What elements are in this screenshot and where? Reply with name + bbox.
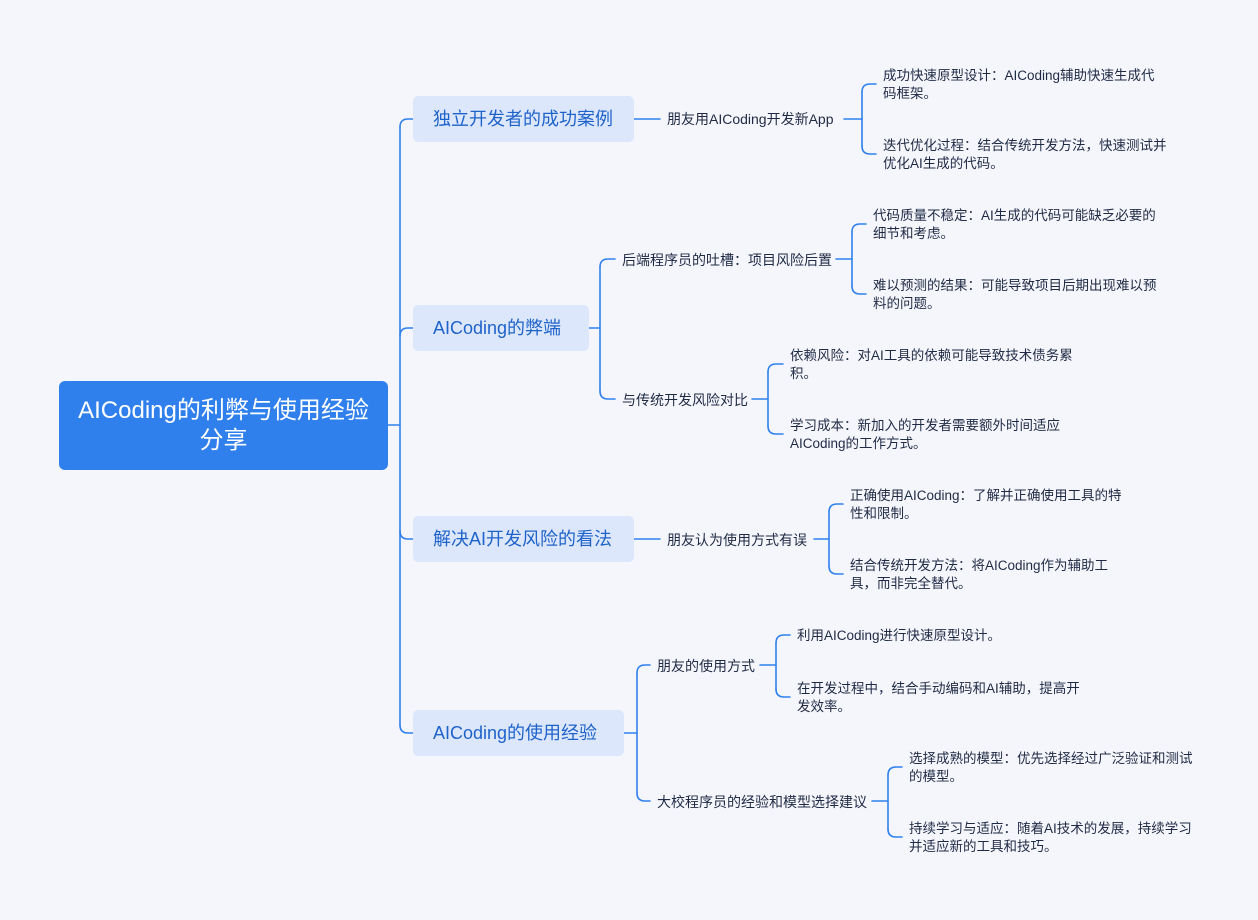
leaf-node[interactable]: 难以预测的结果：可能导致项目后期出现难以预料的问题。 [873, 278, 1157, 311]
leaf-node[interactable]: 选择成熟的模型：优先选择经过广泛验证和测试的模型。 [909, 751, 1193, 784]
edge-sub0-branch [861, 83, 877, 93]
branch-node-success-case[interactable]: 独立开发者的成功案例 [413, 96, 634, 142]
leaf-node[interactable]: 结合传统开发方法：将AICoding作为辅助工具，而非完全替代。 [850, 558, 1109, 591]
edge-root-branch [399, 724, 414, 734]
sub-node-wrong-usage[interactable]: 朋友认为使用方式有误 [667, 532, 807, 548]
branch-title: 独立开发者的成功案例 [433, 109, 613, 129]
edge-sub2-branch [767, 425, 784, 435]
edge-sub1-branch [851, 223, 867, 233]
sub-node-traditional-compare[interactable]: 与传统开发风险对比 [622, 392, 748, 408]
edge-branch3-branch [636, 664, 651, 674]
leaf-node[interactable]: 持续学习与适应：随着AI技术的发展，持续学习并适应新的工具和技巧。 [909, 821, 1192, 854]
branch-node-experience[interactable]: AICoding的使用经验 [413, 710, 624, 756]
edge-sub1-branch [851, 285, 867, 295]
leaf-node[interactable]: 成功快速原型设计：AICoding辅助快速生成代码框架。 [883, 68, 1155, 101]
leaf-node[interactable]: 迭代优化过程：结合传统开发方法，快速测试并优化AI生成的代码。 [883, 138, 1167, 171]
branch-node-drawbacks[interactable]: AICoding的弊端 [413, 305, 589, 351]
leaf-node[interactable]: 学习成本：新加入的开发者需要额外时间适应AICoding的工作方式。 [790, 418, 1060, 451]
branch-title: AICoding的弊端 [433, 318, 562, 338]
leaf-node[interactable]: 代码质量不稳定：AI生成的代码可能缺乏必要的细节和考虑。 [873, 208, 1156, 241]
leaf-node[interactable]: 利用AICoding进行快速原型设计。 [797, 628, 1002, 643]
leaf-node[interactable]: 依赖风险：对AI工具的依赖可能导致技术债务累积。 [790, 348, 1073, 381]
edge-root-branch [399, 118, 414, 128]
branch-title: 解决AI开发风险的看法 [433, 529, 613, 549]
edge-sub3-branch [828, 503, 844, 513]
edge-root-branch [399, 530, 414, 540]
edge-sub4-branch [775, 688, 791, 698]
edge-sub5-branch [887, 828, 903, 838]
edge-sub3-branch [828, 565, 844, 575]
edge-root-branch [399, 327, 414, 337]
edge-sub4-branch [775, 634, 791, 644]
leaf-node[interactable]: 正确使用AICoding：了解并正确使用工具的特性和限制。 [850, 488, 1122, 521]
edge-sub2-branch [767, 363, 784, 373]
branch-title: AICoding的使用经验 [433, 723, 598, 743]
sub-node-friend-app[interactable]: 朋友用AICoding开发新App [667, 111, 834, 127]
edge-branch1-branch [599, 258, 616, 268]
sub-node-model-advice[interactable]: 大校程序员的经验和模型选择建议 [657, 794, 867, 810]
root-node[interactable]: AICoding的利弊与使用经验分享 [59, 381, 388, 470]
sub-node-friend-usage[interactable]: 朋友的使用方式 [657, 658, 755, 674]
edge-sub5-branch [887, 766, 903, 776]
sub-node-backend-complaint[interactable]: 后端程序员的吐槽：项目风险后置 [622, 252, 832, 268]
leaf-node[interactable]: 在开发过程中，结合手动编码和AI辅助，提高开发效率。 [797, 681, 1080, 714]
edge-sub0-branch [861, 145, 877, 155]
root-title: AICoding的利弊与使用经验分享 [78, 396, 369, 454]
branch-node-solutions[interactable]: 解决AI开发风险的看法 [413, 516, 634, 562]
edge-branch1-branch [599, 390, 616, 400]
edge-branch3-branch [636, 792, 651, 802]
